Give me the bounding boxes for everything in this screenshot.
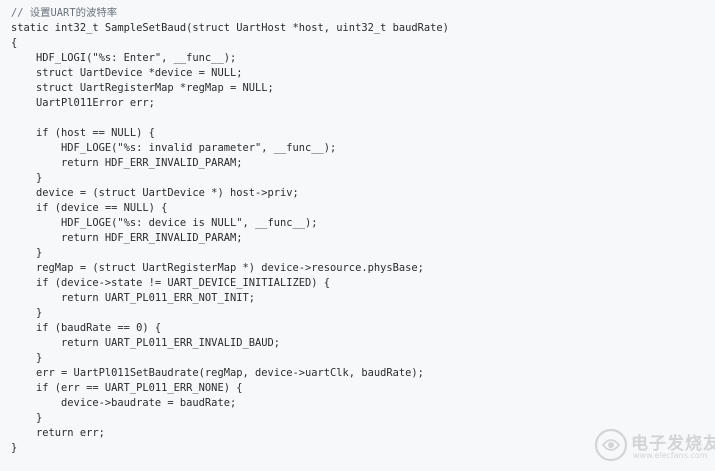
code-line: return UART_PL011_ERR_NOT_INIT; [11, 292, 255, 304]
code-line: if (err == UART_PL011_ERR_NONE) { [11, 382, 243, 394]
code-line: } [11, 247, 43, 259]
code-line: } [11, 442, 18, 454]
code-line: HDF_LOGI("%s: Enter", __func__); [11, 52, 237, 64]
code-line: } [11, 172, 43, 184]
code-line: if (host == NULL) { [11, 127, 155, 139]
code-line: return HDF_ERR_INVALID_PARAM; [11, 232, 243, 244]
code-line: { [11, 37, 18, 49]
code-line-comment: // 设置UART的波特率 [11, 7, 118, 19]
code-line: return HDF_ERR_INVALID_PARAM; [11, 157, 243, 169]
code-line: regMap = (struct UartRegisterMap *) devi… [11, 262, 424, 274]
code-line: static int32_t SampleSetBaud(struct Uart… [11, 22, 449, 34]
code-line: struct UartDevice *device = NULL; [11, 67, 243, 79]
code-line: } [11, 352, 43, 364]
code-line: return err; [11, 427, 105, 439]
code-line: device = (struct UartDevice *) host->pri… [11, 187, 299, 199]
watermark: 电子发烧友 www.elecfans.com [593, 427, 715, 465]
code-line: device->baudrate = baudRate; [11, 397, 237, 409]
elecfans-logo-icon [594, 428, 628, 462]
code-line: err = UartPl011SetBaudrate(regMap, devic… [11, 367, 424, 379]
code-line: UartPl011Error err; [11, 97, 155, 109]
code-line-blank [11, 111, 715, 126]
code-line: HDF_LOGE("%s: device is NULL", __func__)… [11, 217, 318, 229]
watermark-url: www.elecfans.com [633, 451, 708, 460]
code-line: if (device == NULL) { [11, 202, 168, 214]
code-line: return UART_PL011_ERR_INVALID_BAUD; [11, 337, 280, 349]
code-line: struct UartRegisterMap *regMap = NULL; [11, 82, 274, 94]
code-line: } [11, 307, 43, 319]
code-line: if (device->state != UART_DEVICE_INITIAL… [11, 277, 331, 289]
code-line: if (baudRate == 0) { [11, 322, 162, 334]
code-line: HDF_LOGE("%s: invalid parameter", __func… [11, 142, 337, 154]
watermark-logo-text: 电子发烧友 [631, 434, 715, 454]
code-line: } [11, 412, 43, 424]
